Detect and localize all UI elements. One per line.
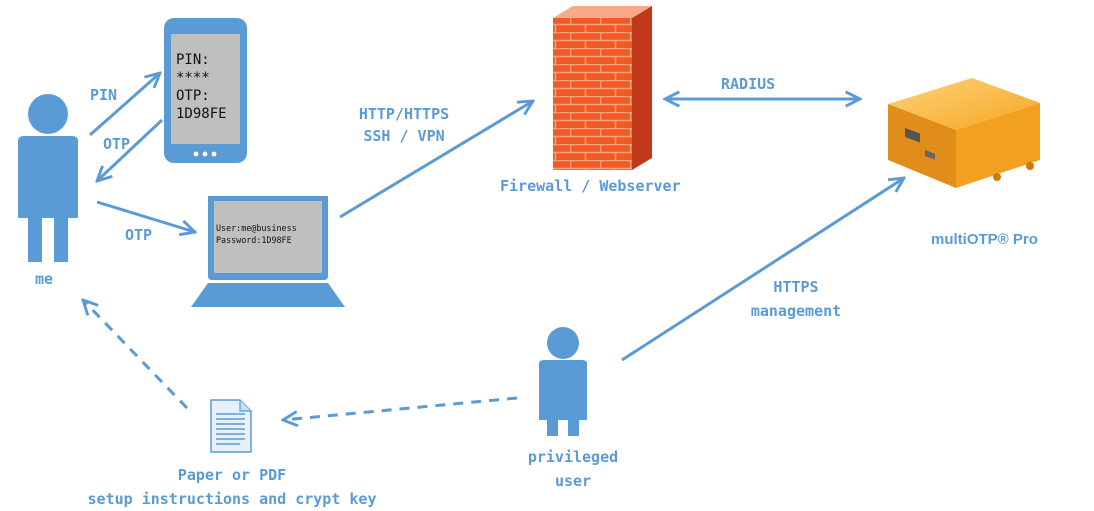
label-multiotp-pro: multiOTP® Pro <box>931 231 1038 248</box>
label-paper-line2: setup instructions and crypt key <box>87 490 377 508</box>
label-pin: PIN <box>90 86 118 104</box>
arrow-pin-to-phone <box>89 73 160 137</box>
arrow-user-to-paper <box>283 396 518 420</box>
phone-line-pin: PIN: <box>176 52 210 68</box>
label-otp-laptop: OTP <box>125 226 153 244</box>
label-https-management: HTTPS management <box>751 275 841 323</box>
phone-line-pin-value: **** <box>176 70 210 86</box>
label-protocols: HTTP/HTTPS SSH / VPN <box>359 103 449 147</box>
arrow-https-management <box>621 178 904 362</box>
label-firewall: Firewall / Webserver <box>500 177 681 195</box>
multiotp-appliance-icon <box>888 78 1040 188</box>
label-paper-line1: Paper or PDF <box>177 466 287 484</box>
label-protocols-line2: SSH / VPN <box>363 127 445 145</box>
person-me-icon <box>18 94 78 262</box>
connectors <box>83 73 904 420</box>
laptop-line-user: User:me@business <box>216 223 297 233</box>
firewall-icon <box>553 6 652 170</box>
arrow-otp-to-laptop <box>96 200 195 232</box>
laptop-icon <box>191 196 345 307</box>
phone-line-otp-value: 1D98FE <box>176 106 227 122</box>
label-otp-phone: OTP <box>103 135 131 153</box>
person-privileged-user-icon <box>539 327 587 436</box>
label-protocols-line1: HTTP/HTTPS <box>358 105 450 123</box>
arrow-paper-to-me <box>83 300 189 410</box>
arrow-laptop-to-firewall <box>339 101 533 219</box>
label-me: me <box>35 270 54 288</box>
label-privileged-line2: user <box>554 472 592 490</box>
laptop-line-password: Password:1D98FE <box>216 235 292 245</box>
label-privileged-user: privileged user <box>528 445 618 493</box>
label-radius: RADIUS <box>721 75 776 93</box>
document-icon <box>210 399 252 453</box>
label-paper-pdf: Paper or PDF setup instructions and cryp… <box>88 463 377 511</box>
phone-line-otp: OTP: <box>176 88 210 104</box>
label-privileged-line1: privileged <box>527 448 619 466</box>
label-https-line1: HTTPS <box>773 278 819 296</box>
label-https-line2: management <box>750 302 842 320</box>
smartphone-icon <box>164 18 247 163</box>
arrow-otp-from-phone <box>97 118 164 181</box>
